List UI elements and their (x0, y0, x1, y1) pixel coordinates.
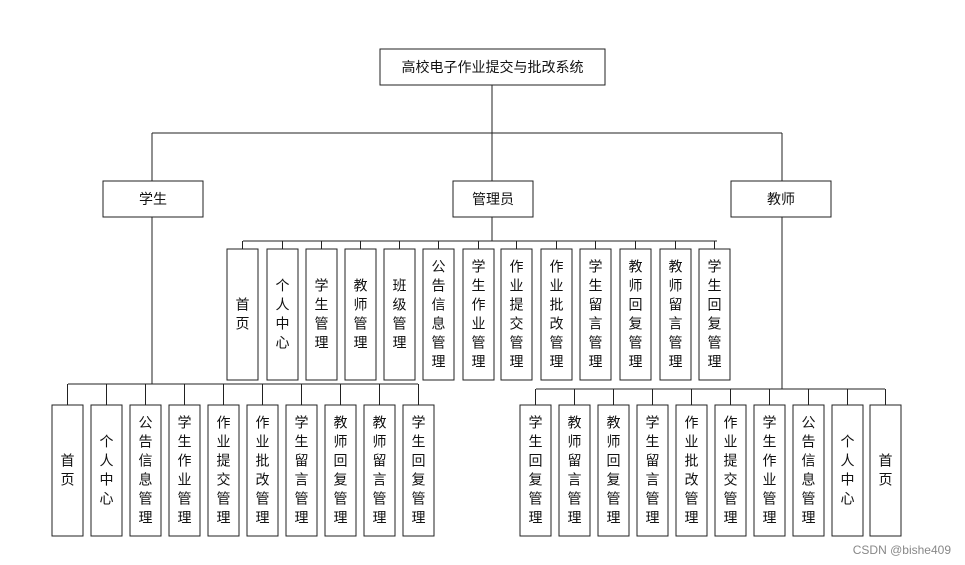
admin-module-9-label: 作业批改管理 (550, 260, 564, 371)
admin-module-6: 公告信息管理 (422, 248, 455, 381)
admin-module-6-label: 公告信息管理 (432, 260, 446, 371)
teacher-module-5: 作业批改管理 (675, 404, 708, 537)
admin-module-12-label: 教师留言管理 (669, 260, 683, 371)
teacher-module-1-label: 学生回复管理 (529, 416, 543, 527)
student-module-10: 学生回复管理 (402, 404, 435, 537)
admin-module-2: 个人中心 (266, 248, 299, 381)
admin-module-4-label: 教师管理 (354, 279, 368, 352)
teacher-module-5-label: 作业批改管理 (685, 416, 699, 527)
admin-module-12: 教师留言管理 (659, 248, 692, 381)
admin-module-3-label: 学生管理 (315, 279, 329, 352)
teacher-module-8-label: 公告信息管理 (802, 416, 816, 527)
teacher-module-4-label: 学生留言管理 (646, 416, 660, 527)
admin-module-13-label: 学生回复管理 (708, 260, 722, 371)
admin-module-5: 班级管理 (383, 248, 416, 381)
student-module-6-label: 作业批改管理 (256, 416, 270, 527)
admin-module-9: 作业批改管理 (540, 248, 573, 381)
admin-module-10: 学生留言管理 (579, 248, 612, 381)
teacher-module-2: 教师留言管理 (558, 404, 591, 537)
student-module-8: 教师回复管理 (324, 404, 357, 537)
student-module-2-label: 个人中心 (100, 435, 114, 508)
admin-module-4: 教师管理 (344, 248, 377, 381)
student-module-1-label: 首页 (61, 454, 75, 489)
admin-module-11-label: 教师回复管理 (629, 260, 643, 371)
student-module-7: 学生留言管理 (285, 404, 318, 537)
admin-module-2-label: 个人中心 (276, 279, 290, 352)
teacher-module-1: 学生回复管理 (519, 404, 552, 537)
student-node-label: 学生 (139, 192, 167, 208)
teacher-module-8: 公告信息管理 (792, 404, 825, 537)
teacher-module-10: 首页 (869, 404, 902, 537)
admin-module-7-label: 学生作业管理 (472, 260, 486, 371)
student-module-5-label: 作业提交管理 (217, 416, 231, 527)
teacher-module-9: 个人中心 (831, 404, 864, 537)
teacher-module-7-label: 学生作业管理 (763, 416, 777, 527)
student-module-2: 个人中心 (90, 404, 123, 537)
root-node-label: 高校电子作业提交与批改系统 (402, 59, 584, 76)
teacher-module-10-label: 首页 (879, 454, 893, 489)
teacher-module-7: 学生作业管理 (753, 404, 786, 537)
teacher-module-3-label: 教师回复管理 (607, 416, 621, 527)
student-module-3-label: 公告信息管理 (139, 416, 153, 527)
teacher-node: 教师 (730, 180, 832, 218)
student-node: 学生 (102, 180, 204, 218)
admin-module-1-label: 首页 (236, 298, 250, 333)
student-module-9-label: 教师留言管理 (373, 416, 387, 527)
teacher-node-label: 教师 (767, 192, 795, 208)
student-module-5: 作业提交管理 (207, 404, 240, 537)
student-module-7-label: 学生留言管理 (295, 416, 309, 527)
admin-module-8-label: 作业提交管理 (510, 260, 524, 371)
teacher-module-6: 作业提交管理 (714, 404, 747, 537)
teacher-module-3: 教师回复管理 (597, 404, 630, 537)
admin-module-5-label: 班级管理 (393, 279, 407, 352)
teacher-module-4: 学生留言管理 (636, 404, 669, 537)
student-module-8-label: 教师回复管理 (334, 416, 348, 527)
admin-module-7: 学生作业管理 (462, 248, 495, 381)
admin-node-label: 管理员 (472, 192, 514, 208)
admin-module-8: 作业提交管理 (500, 248, 533, 381)
watermark: CSDN @bishe409 (852, 543, 951, 557)
teacher-module-6-label: 作业提交管理 (724, 416, 738, 527)
admin-module-13: 学生回复管理 (698, 248, 731, 381)
admin-module-10-label: 学生留言管理 (589, 260, 603, 371)
student-module-9: 教师留言管理 (363, 404, 396, 537)
student-module-10-label: 学生回复管理 (412, 416, 426, 527)
root-node: 高校电子作业提交与批改系统 (379, 48, 606, 86)
student-module-1: 首页 (51, 404, 84, 537)
student-module-3: 公告信息管理 (129, 404, 162, 537)
student-module-4: 学生作业管理 (168, 404, 201, 537)
admin-module-3: 学生管理 (305, 248, 338, 381)
admin-module-1: 首页 (226, 248, 259, 381)
student-module-4-label: 学生作业管理 (178, 416, 192, 527)
teacher-module-2-label: 教师留言管理 (568, 416, 582, 527)
admin-module-11: 教师回复管理 (619, 248, 652, 381)
admin-node: 管理员 (452, 180, 534, 218)
student-module-6: 作业批改管理 (246, 404, 279, 537)
teacher-module-9-label: 个人中心 (841, 435, 855, 508)
